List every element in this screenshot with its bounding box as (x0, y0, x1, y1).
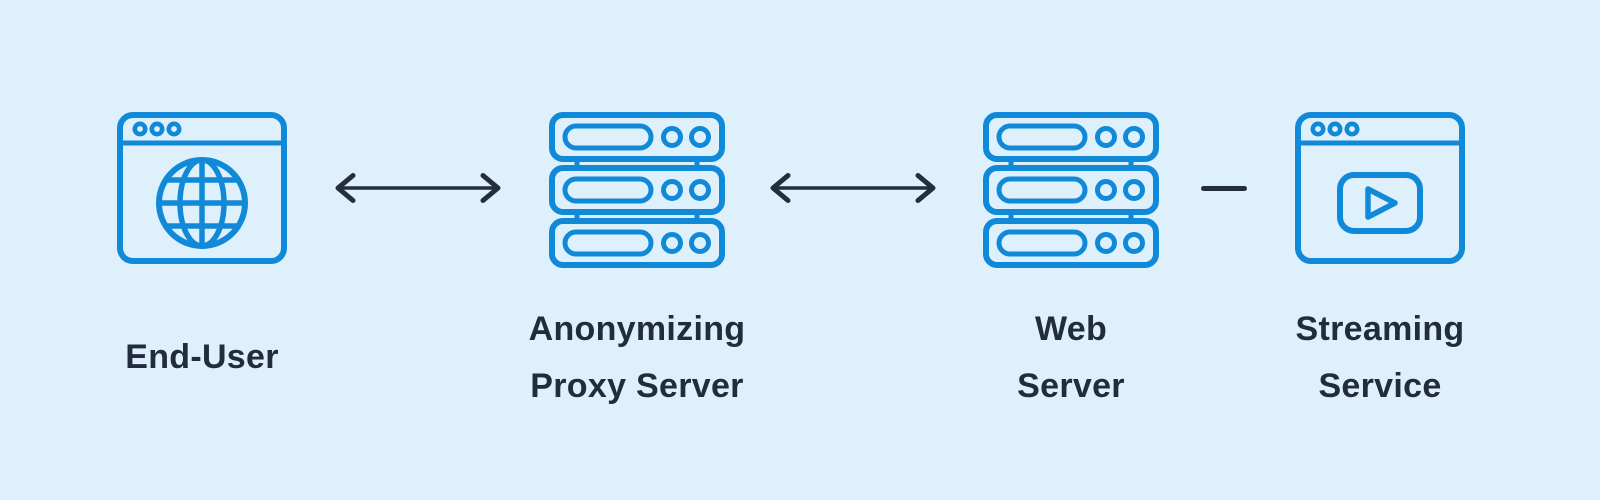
node-end-user: End-User (52, 112, 352, 412)
server-stack-icon-svg (983, 112, 1159, 268)
label-line-2: Server (1017, 366, 1125, 405)
node-label-end-user: End-User (52, 305, 352, 410)
label-line-1: Anonymizing (528, 309, 746, 348)
dash-connector-web-server-streaming (1201, 186, 1247, 191)
label-line-1: End-User (125, 338, 279, 376)
browser-globe-icon (52, 112, 352, 264)
browser-globe-icon-svg (117, 112, 287, 264)
server-stack-icon-svg (549, 112, 725, 268)
label-line-2: Service (1318, 366, 1442, 405)
label-line-1: Web (1034, 309, 1108, 348)
double-arrow-proxy-web-server (770, 173, 936, 203)
label-line-1: Streaming (1295, 309, 1465, 348)
double-arrow-end-user-proxy (335, 173, 501, 203)
browser-video-player-icon-svg (1295, 112, 1465, 264)
server-stack-icon (487, 112, 787, 268)
server-stack-icon (921, 112, 1221, 268)
browser-video-player-icon (1230, 112, 1530, 264)
label-line-2: Proxy Server (530, 366, 744, 405)
